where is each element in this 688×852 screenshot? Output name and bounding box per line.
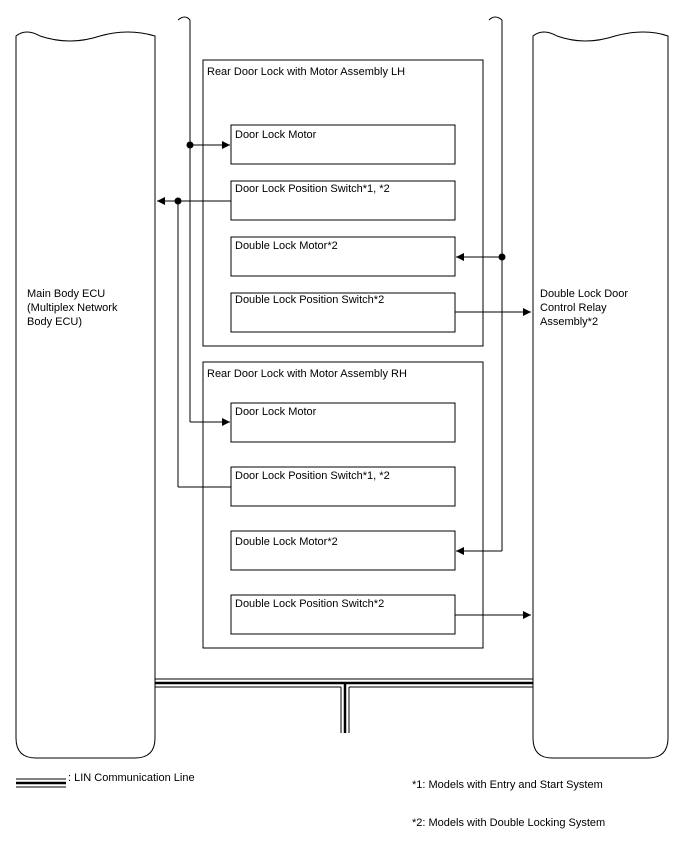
lh-door-lock-motor-label: Door Lock Motor <box>235 129 317 141</box>
double-lock-door-control-relay: Double Lock Door Control Relay Assembly*… <box>532 31 669 759</box>
relay-label-line2: Control Relay <box>540 302 607 314</box>
footnote-2: *2: Models with Double Locking System <box>412 817 605 829</box>
lh-double-lock-motor-box <box>230 236 456 277</box>
lin-line-legend: : LIN Communication Line <box>16 772 195 788</box>
footnote-1: *1: Models with Entry and Start System <box>412 779 603 791</box>
rh-double-lock-motor-box <box>230 530 456 571</box>
lh-door-lock-motor-box <box>230 124 456 165</box>
lin-communication-bus <box>155 678 533 733</box>
rear-door-lock-rh-assembly: Rear Door Lock with Motor Assembly RH Do… <box>202 361 484 649</box>
lh-double-lock-position-switch-box <box>230 292 456 333</box>
rh-door-lock-motor-label: Door Lock Motor <box>235 406 317 418</box>
lh-position-switch-box <box>230 180 456 221</box>
lh-assembly-title: Rear Door Lock with Motor Assembly LH <box>207 66 405 78</box>
relay-label-line3: Assembly*2 <box>540 316 598 328</box>
junction-dot-double-lock-motor <box>498 253 506 261</box>
door-lock-motor-feed-wire <box>177 16 230 426</box>
relay-label-line1: Double Lock Door <box>540 288 628 300</box>
rh-position-switch-label: Door Lock Position Switch*1, *2 <box>235 470 390 482</box>
main-body-ecu: Main Body ECU (Multiplex Network Body EC… <box>15 31 156 759</box>
junction-dot-position-switch <box>174 197 182 205</box>
position-switch-signal-wire <box>157 197 231 488</box>
main-ecu-label-line1: Main Body ECU <box>27 288 105 300</box>
lh-double-lock-motor-label: Double Lock Motor*2 <box>235 240 338 252</box>
junction-dot-door-lock-motor <box>186 141 194 149</box>
rh-position-switch-box <box>230 466 456 507</box>
rh-double-lock-position-switch-label: Double Lock Position Switch*2 <box>235 598 384 610</box>
rh-assembly-title: Rear Door Lock with Motor Assembly RH <box>207 368 407 380</box>
main-ecu-label-line3: Body ECU) <box>27 316 82 328</box>
lh-double-lock-position-switch-label: Double Lock Position Switch*2 <box>235 294 384 306</box>
rear-door-lock-lh-assembly: Rear Door Lock with Motor Assembly LH Do… <box>202 59 484 347</box>
rh-double-lock-motor-label: Double Lock Motor*2 <box>235 536 338 548</box>
rh-door-lock-motor-box <box>230 402 456 443</box>
main-ecu-label-line2: (Multiplex Network <box>27 302 118 314</box>
lh-position-switch-label: Door Lock Position Switch*1, *2 <box>235 183 390 195</box>
double-lock-motor-feed-wire <box>456 16 506 555</box>
double-lock-switch-output-wires <box>455 308 531 619</box>
lin-legend-label: : LIN Communication Line <box>68 772 195 784</box>
